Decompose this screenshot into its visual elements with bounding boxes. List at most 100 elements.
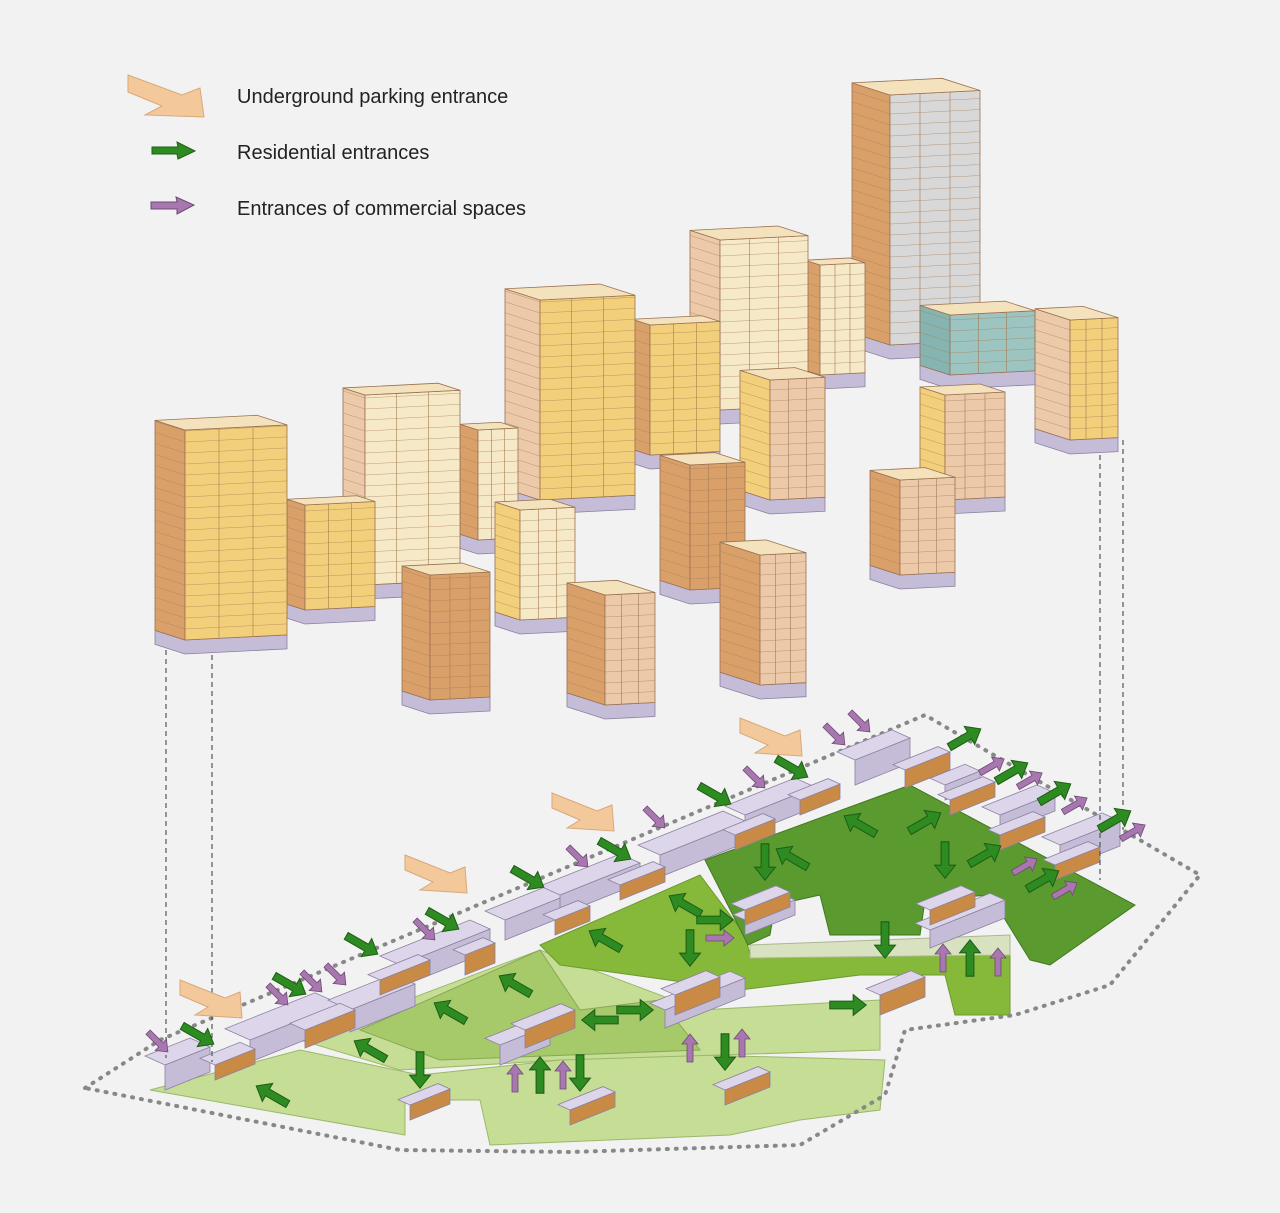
residential-core-top <box>288 1002 357 1031</box>
tower <box>504 283 636 515</box>
tower-left-face <box>919 304 951 376</box>
tower <box>739 367 826 515</box>
commercial-entrance-arrow <box>977 756 1005 777</box>
commercial-entrance-arrow <box>1118 822 1146 843</box>
parking-entrance-arrow <box>404 854 468 894</box>
residential-entrance-arrow-shape <box>843 812 879 839</box>
parking-arrow-icon <box>127 74 205 118</box>
residential-entrance-arrow <box>993 759 1029 786</box>
residential-entrance-arrow <box>843 812 879 839</box>
legend-label: Residential entrances <box>237 142 430 164</box>
commercial-block-top <box>378 919 492 966</box>
residential-entrance-arrow-shape <box>906 809 942 836</box>
entrance-arrows <box>145 709 1146 1109</box>
commercial-entrance-arrow <box>323 962 347 986</box>
residential-entrance-arrow-shape <box>408 1051 432 1090</box>
tower <box>566 579 656 720</box>
residential-entrance-arrow <box>498 972 534 999</box>
tower-roof <box>154 414 288 431</box>
tower-roof <box>919 300 1036 316</box>
tower-roof <box>804 257 866 266</box>
tower-roof <box>286 495 376 506</box>
residential-entrance-arrow <box>966 842 1002 869</box>
residential-entrance-arrow-shape <box>668 892 704 919</box>
commercial-entrance-arrow-shape <box>1010 856 1038 877</box>
tower-roof <box>739 367 826 381</box>
tower <box>631 315 721 470</box>
residential-core-top <box>541 900 592 921</box>
tower-right-face <box>184 424 288 641</box>
commercial-entrance-arrow-shape <box>1118 822 1146 843</box>
tower-roof <box>869 467 956 481</box>
residential-entrance-arrow <box>255 1082 291 1109</box>
commercial-entrance-arrow-shape <box>1015 770 1043 791</box>
commercial-entrance-arrow <box>412 917 436 941</box>
commercial-entrance-arrow <box>1060 795 1088 816</box>
tower-roof <box>566 579 656 596</box>
residential-entrance-arrow <box>424 906 460 933</box>
residential-entrance-arrow <box>616 998 655 1022</box>
legend-label: Underground parking entrance <box>237 86 509 108</box>
residential-entrance-arrow-shape <box>271 971 307 998</box>
parking-entrance-arrow <box>179 979 243 1019</box>
tower <box>804 257 866 390</box>
commercial-entrance-arrow <box>265 982 289 1006</box>
commercial-entrance-arrow-shape <box>506 1063 524 1093</box>
residential-entrance-arrow <box>753 843 777 882</box>
commercial-entrance-arrow <box>1050 880 1078 901</box>
residential-entrance-arrow-shape <box>873 921 897 960</box>
tower-right-face <box>304 501 376 611</box>
commercial-block-top <box>636 810 747 856</box>
residential-entrance-arrow-shape <box>616 998 655 1022</box>
residential-core-top <box>864 970 927 996</box>
residential-entrance-arrow-shape <box>255 1082 291 1109</box>
residential-entrance-arrow <box>906 809 942 836</box>
commercial-entrance-arrow <box>565 844 589 868</box>
residential-entrance-arrow <box>933 841 957 880</box>
residential-entrance-arrow <box>946 725 982 752</box>
residential-entrance-arrow-shape <box>580 1008 619 1032</box>
residential-entrance-arrow-shape <box>528 1055 552 1094</box>
commercial-entrance-arrow <box>506 1063 524 1093</box>
residential-entrance-arrow <box>1024 867 1060 894</box>
residential-entrance-arrow <box>179 1021 215 1048</box>
residential-entrance-arrow <box>696 908 735 932</box>
tower <box>401 562 491 715</box>
tower <box>286 495 376 625</box>
residential-entrance-arrow <box>580 1008 619 1032</box>
residential-entrance-arrow <box>668 892 704 919</box>
legend-item-commercial: Entrances of commercial spaces <box>120 194 600 244</box>
residential-entrance-arrow <box>713 1033 737 1072</box>
commercial-block-top <box>835 729 912 761</box>
residential-entrance-arrow-shape <box>1024 867 1060 894</box>
residential-entrance-arrow-shape <box>179 1021 215 1048</box>
parking-entrance-arrow <box>739 717 803 757</box>
commercial-entrance-arrow <box>847 709 871 733</box>
residential-entrance-arrow <box>775 845 811 872</box>
tower <box>494 498 576 635</box>
residential-entrance-arrow <box>271 971 307 998</box>
tower-roof <box>1034 305 1119 321</box>
commercial-entrance-arrow <box>705 929 735 947</box>
residential-entrance-arrow <box>696 781 732 808</box>
residential-core-top <box>659 970 722 996</box>
residential-entrance-arrow <box>509 864 545 891</box>
residential-entrance-arrow-shape <box>424 906 460 933</box>
residential-entrance-arrow-shape <box>958 938 982 977</box>
commercial-entrance-arrow-shape <box>822 722 846 746</box>
residential-entrance-arrow-shape <box>696 781 732 808</box>
residential-entrance-arrow-shape <box>775 845 811 872</box>
residential-entrance-arrow <box>588 927 624 954</box>
residential-entrance-arrow <box>678 929 702 968</box>
commercial-entrance-arrow-shape <box>323 962 347 986</box>
commercial-entrance-arrow <box>1010 856 1038 877</box>
residential-core-top <box>936 776 997 801</box>
purple-arrow-icon <box>150 196 196 215</box>
commercial-entrance-arrow <box>145 1029 169 1053</box>
residential-entrance-arrow-shape <box>1036 780 1072 807</box>
residential-entrance-arrow-shape <box>343 931 379 958</box>
residential-entrance-arrow <box>568 1054 592 1093</box>
commercial-entrance-arrow-shape <box>681 1033 699 1063</box>
residential-entrance-arrow-shape <box>678 929 702 968</box>
